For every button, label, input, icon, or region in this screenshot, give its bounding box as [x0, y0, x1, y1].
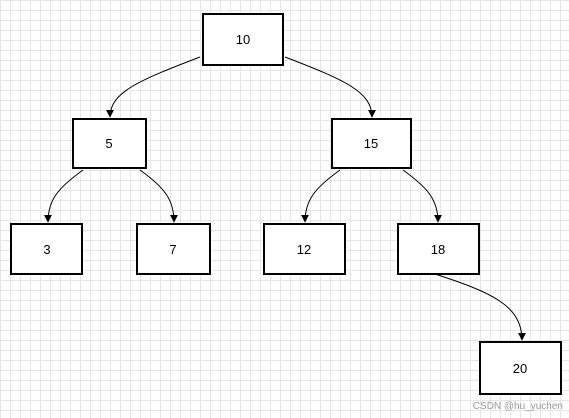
tree-node-15: 15: [331, 118, 412, 169]
tree-node-20: 20: [479, 341, 562, 395]
edge-10-to-15: [284, 56, 376, 118]
edge-15-to-12: [301, 169, 341, 223]
node-label: 5: [105, 136, 112, 151]
tree-node-7: 7: [136, 223, 211, 275]
tree-node-12: 12: [263, 223, 346, 275]
tree-node-5: 5: [72, 118, 147, 169]
tree-node-3: 3: [10, 223, 83, 275]
edge-15-to-18: [402, 169, 442, 223]
edge-18-to-20: [434, 273, 526, 341]
edge-10-to-5: [106, 56, 201, 118]
edge-5-to-3: [44, 169, 84, 223]
tree-node-10: 10: [202, 13, 284, 66]
edge-5-to-7: [139, 169, 178, 223]
node-label: 3: [43, 242, 50, 257]
node-label: 12: [297, 242, 311, 257]
node-label: 15: [364, 136, 378, 151]
watermark-text: CSDN @hu_yuchen: [472, 401, 563, 412]
tree-node-18: 18: [397, 223, 480, 275]
node-label: 18: [431, 242, 445, 257]
node-label: 10: [236, 32, 250, 47]
node-label: 20: [513, 361, 527, 376]
node-label: 7: [169, 242, 176, 257]
